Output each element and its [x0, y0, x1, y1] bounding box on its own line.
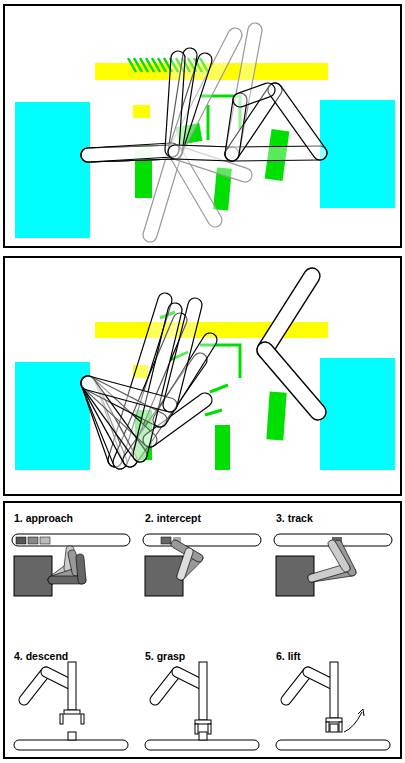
- vertical-step: [276, 662, 390, 750]
- work-part: [199, 732, 207, 740]
- arm-link: [327, 539, 352, 574]
- arm-link: [165, 51, 186, 158]
- green-obstacle: [266, 391, 286, 440]
- work-part: [330, 724, 338, 732]
- cyan-station: [320, 100, 395, 208]
- arm-link: [76, 554, 87, 585]
- arm-poses: [81, 22, 330, 244]
- conveyor-belt: [145, 740, 259, 750]
- work-part: [68, 732, 76, 740]
- gripper-finger: [81, 714, 84, 724]
- gripper-head: [64, 710, 80, 714]
- yellow-part: [133, 105, 150, 118]
- gripper-finger: [339, 722, 342, 732]
- green-obstacle: [215, 425, 230, 470]
- tool-column: [199, 662, 207, 720]
- step-label: 6. lift: [276, 650, 301, 662]
- conveyor-belt: [12, 534, 130, 546]
- robot-base: [14, 556, 52, 596]
- panel-frame: [4, 5, 401, 247]
- arm-link: [162, 297, 204, 414]
- arm-link: [231, 81, 277, 109]
- tool-column: [330, 662, 338, 718]
- arm-link: [176, 547, 194, 581]
- part-box: [161, 537, 171, 544]
- step-sequence: [12, 534, 392, 750]
- step-label: 5. grasp: [145, 650, 185, 662]
- step-label: 2. intercept: [145, 512, 201, 524]
- tool-column: [68, 662, 76, 710]
- arm-link: [254, 339, 330, 424]
- panel-frame: [4, 502, 401, 758]
- conveyor-belt: [14, 740, 128, 750]
- gripper-finger: [60, 714, 63, 724]
- part-box: [16, 537, 26, 544]
- conveyor-belt: [276, 740, 390, 750]
- gripper-finger: [208, 724, 211, 734]
- part-box: [28, 537, 38, 544]
- cyan-station: [15, 362, 90, 470]
- planar-step: [274, 534, 392, 596]
- panel-frame: [4, 257, 401, 495]
- vertical-step: [14, 662, 128, 750]
- lift-arrow: [344, 712, 362, 732]
- planar-step: [143, 534, 261, 596]
- lift-arrowhead: [358, 709, 364, 716]
- step-label: 4. descend: [14, 650, 68, 662]
- cyan-station: [320, 358, 395, 470]
- workcell-top: [15, 22, 395, 244]
- planar-step: [12, 534, 130, 596]
- arm-link: [81, 143, 180, 163]
- workcell-bottom: [15, 265, 395, 471]
- gripper-finger: [326, 722, 329, 732]
- arm-poses: [78, 265, 329, 471]
- part-box: [40, 537, 50, 544]
- gripper-head: [326, 718, 342, 722]
- gripper-head: [195, 720, 211, 724]
- cyan-station: [15, 102, 90, 238]
- gripper-finger: [195, 724, 198, 734]
- conveyor-belt: [143, 534, 261, 546]
- step-label: 1. approach: [14, 512, 73, 524]
- step-label: 3. track: [276, 512, 313, 524]
- vertical-step: [145, 662, 259, 750]
